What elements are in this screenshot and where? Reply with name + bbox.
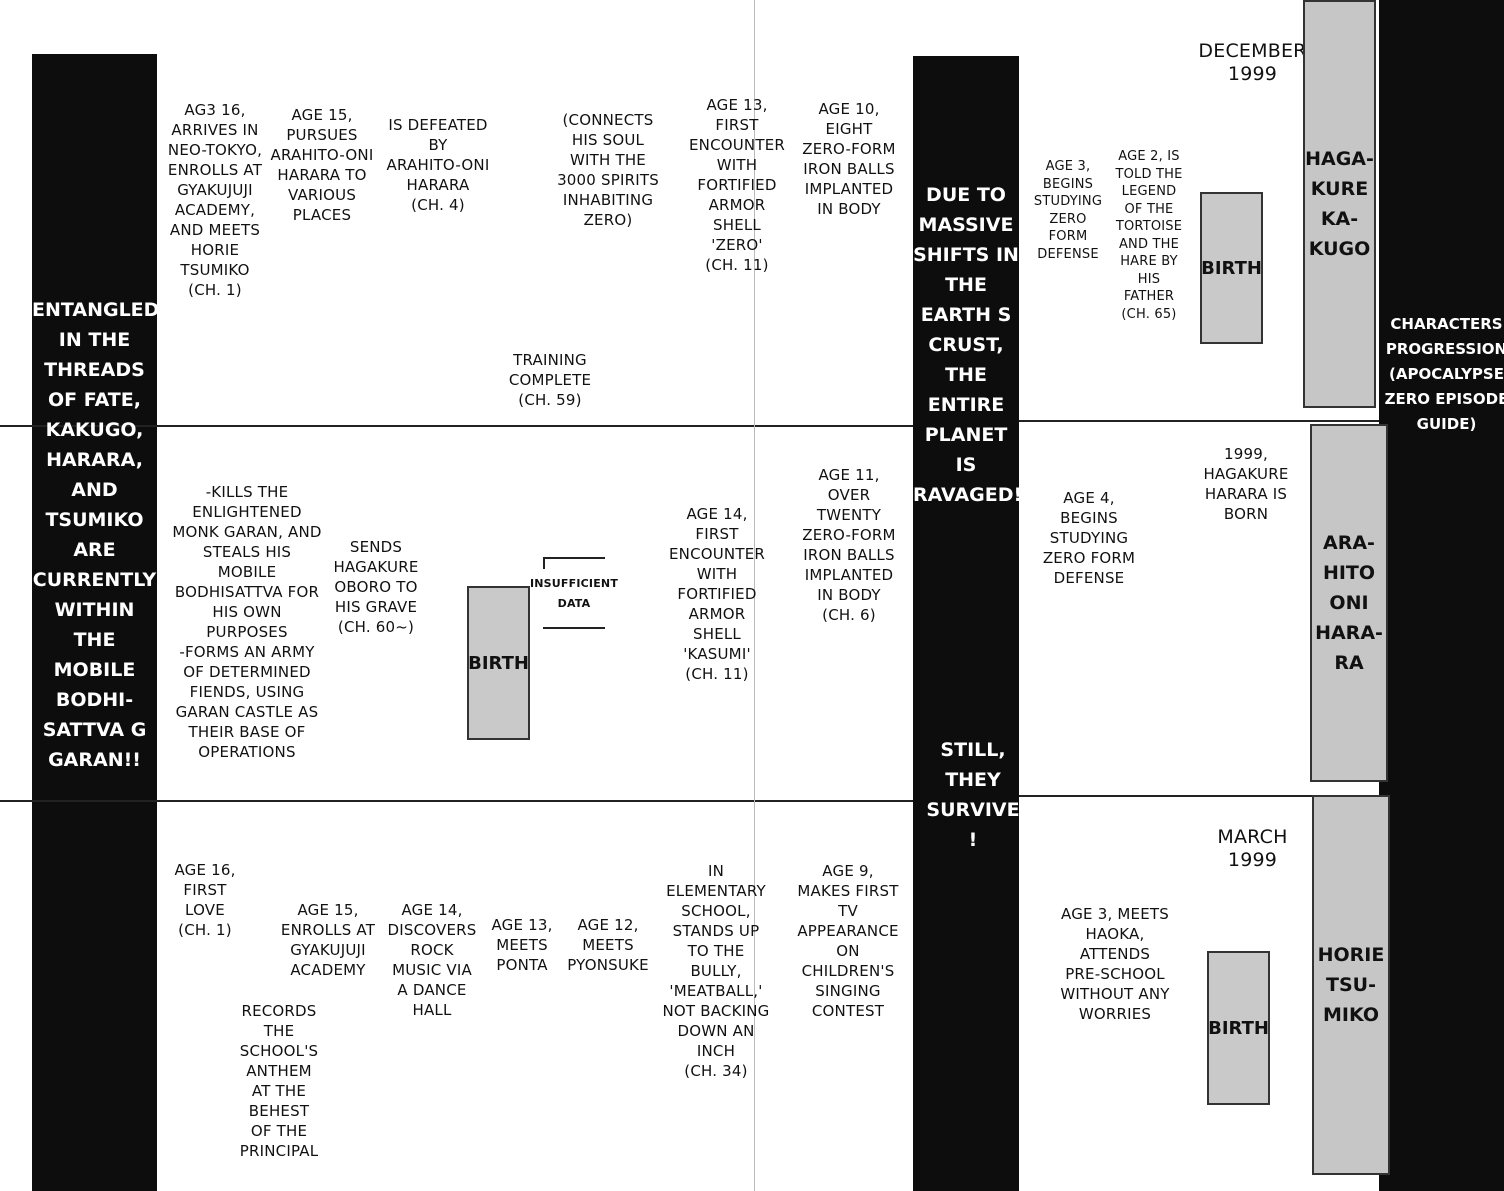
name-tsumiko: HORIE TSU- MIKO (1317, 944, 1385, 1026)
middle-banner-bottom-text: STILL, THEY SURVIVE ! (926, 739, 1020, 851)
tsumiko-event-age16: AGE 16, FIRST LOVE (CH. 1) (174, 861, 236, 939)
tsumiko-birth-label: BIRTH (1208, 1017, 1269, 1039)
harara-event-age14: AGE 14, FIRST ENCOUNTER WITH FORTIFIED A… (668, 505, 766, 683)
middle-banner-top-text: DUE TO MASSIVE SHIFTS IN THE EARTH S CRU… (913, 184, 1023, 506)
harara-insufficient-data: INSUFFICIENT DATA (529, 577, 619, 610)
name-harara: ARA- HITO ONI HARA- RA (1315, 532, 1383, 674)
insufficient-data-bracket (543, 557, 605, 629)
harara-birth-box: BIRTH (467, 586, 530, 740)
harara-event-kills-garan: -KILLS THE ENLIGHTENED MONK GARAN, AND S… (172, 483, 322, 761)
kakugo-event-age16: AG3 16, ARRIVES IN NEO-TOKYO, ENROLLS AT… (167, 101, 263, 299)
page-gutter (754, 0, 755, 1191)
kakugo-event-age3: AGE 3, BEGINS STUDYING ZERO FORM DEFENSE (1033, 159, 1103, 262)
harara-event-age4: AGE 4, BEGINS STUDYING ZERO FORM DEFENSE (1042, 489, 1136, 587)
harara-event-age11: AGE 11, OVER TWENTY ZERO-FORM IRON BALLS… (802, 466, 896, 624)
kakugo-event-age10: AGE 10, EIGHT ZERO-FORM IRON BALLS IMPLA… (802, 100, 896, 218)
tsumiko-event-age15: AGE 15, ENROLLS AT GYAKUJUJI ACADEMY (280, 901, 376, 979)
harara-birth-label: BIRTH (468, 652, 529, 674)
left-banner-text: ENTANGLED IN THE THREADS OF FATE, KAKUGO… (32, 299, 160, 771)
tsumiko-event-age3: AGE 3, MEETS HAOKA, ATTENDS PRE-SCHOOL W… (1060, 905, 1170, 1023)
row-divider-top-right (1019, 420, 1379, 422)
right-banner-text: CHARACTERS PROGRESSION (APOCALYPSE ZERO … (1384, 315, 1504, 433)
tsumiko-event-elementary: IN ELEMENTARY SCHOOL, STANDS UP TO THE B… (662, 862, 770, 1080)
kakugo-event-defeated: IS DEFEATED BY ARAHITO-ONI HARARA (CH. 4… (386, 116, 490, 214)
left-banner-column (32, 54, 157, 1191)
harara-event-born-1999: 1999, HAGAKURE HARARA IS BORN (1203, 445, 1289, 523)
kakugo-event-age13: AGE 13, FIRST ENCOUNTER WITH FORTIFIED A… (688, 96, 786, 274)
date-december-1999: DECEMBER 1999 (1198, 40, 1307, 85)
name-kakugo: HAGA- KURE KA- KUGO (1305, 148, 1374, 260)
tsumiko-event-age14: AGE 14, DISCOVERS ROCK MUSIC VIA A DANCE… (387, 901, 477, 1019)
kakugo-event-age15: AGE 15, PURSUES ARAHITO-ONI HARARA TO VA… (270, 106, 374, 224)
name-panel-tsumiko: HORIE TSU- MIKO (1312, 795, 1390, 1175)
tsumiko-event-records-anthem: RECORDS THE SCHOOL'S ANTHEM AT THE BEHES… (239, 1002, 319, 1160)
kakugo-event-training-complete: TRAINING COMPLETE (CH. 59) (508, 351, 592, 409)
kakugo-birth-label: BIRTH (1201, 257, 1262, 279)
date-march-1999: MARCH 1999 (1217, 826, 1288, 871)
kakugo-birth-box: BIRTH (1200, 192, 1263, 344)
right-banner-column (1379, 0, 1504, 1191)
middle-banner-column (913, 56, 1019, 1191)
kakugo-event-age2: AGE 2, IS TOLD THE LEGEND OF THE TORTOIS… (1115, 149, 1183, 322)
name-panel-harara: ARA- HITO ONI HARA- RA (1310, 424, 1388, 782)
row-divider-top (0, 425, 913, 427)
kakugo-event-connects-soul: (CONNECTS HIS SOUL WITH THE 3000 SPIRITS… (557, 111, 659, 229)
tsumiko-event-age12: AGE 12, MEETS PYONSUKE (567, 916, 649, 974)
tsumiko-event-age13: AGE 13, MEETS PONTA (491, 916, 553, 974)
row-divider-bottom (0, 800, 913, 802)
row-divider-bottom-right (1019, 795, 1379, 797)
harara-event-sends-oboro: SENDS HAGAKURE OBORO TO HIS GRAVE (CH. 6… (333, 538, 419, 636)
tsumiko-event-age9: AGE 9, MAKES FIRST TV APPEARANCE ON CHIL… (797, 862, 899, 1020)
name-panel-kakugo: HAGA- KURE KA- KUGO (1303, 0, 1376, 408)
tsumiko-birth-box: BIRTH (1207, 951, 1270, 1105)
